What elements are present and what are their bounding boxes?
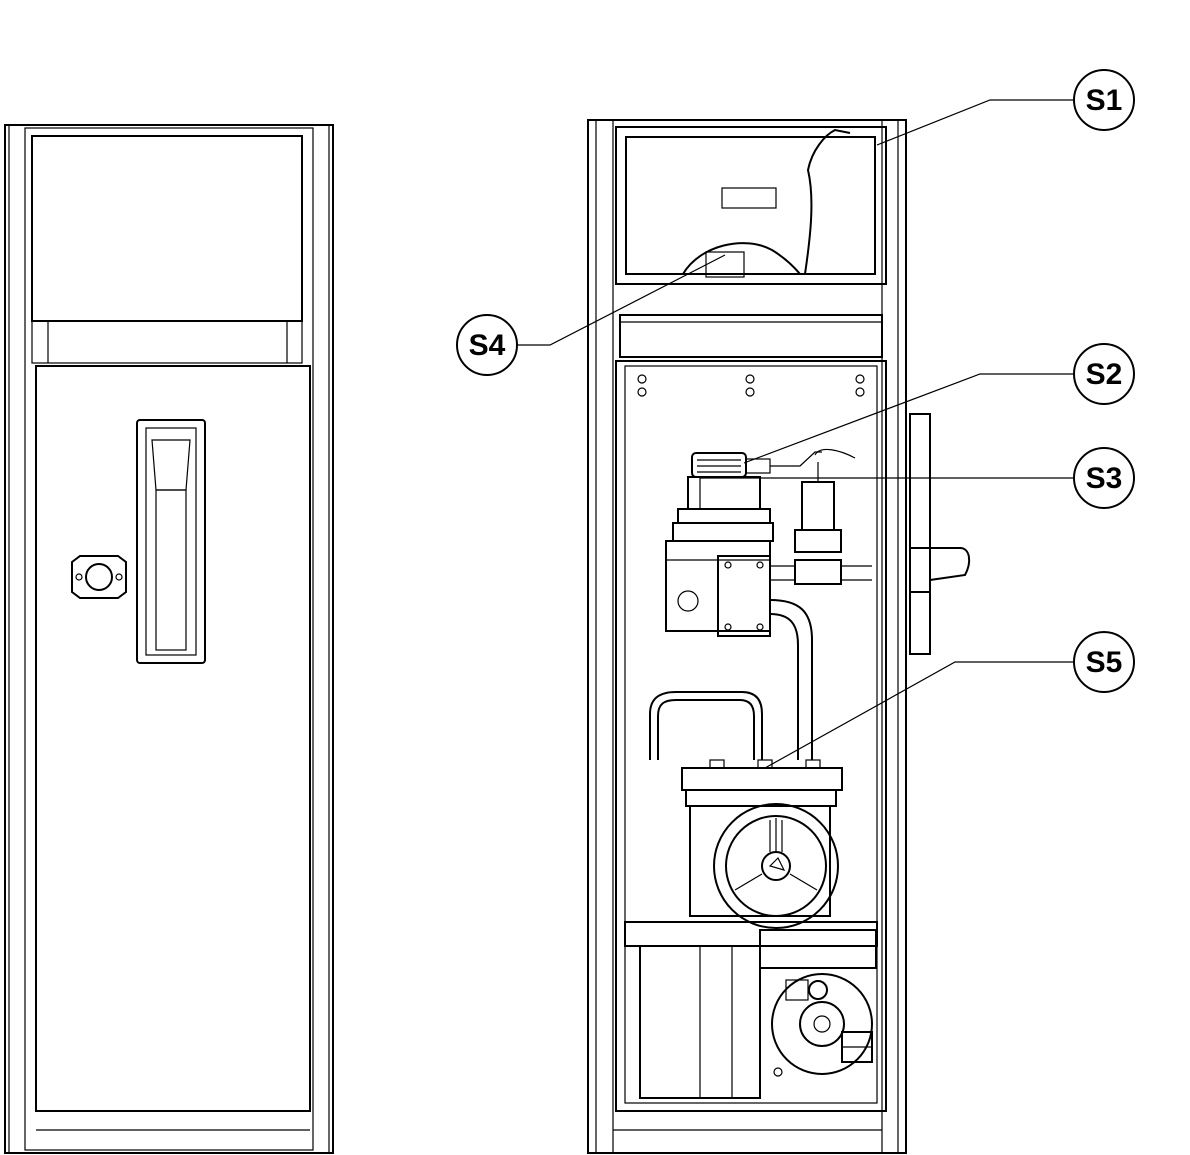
callout-s1: S1 (1073, 69, 1135, 131)
side-nozzle-bracket (909, 413, 971, 655)
lower-unit (624, 921, 878, 1099)
open-cabinet (587, 119, 971, 1154)
piping (649, 599, 813, 760)
door-lock (71, 555, 127, 599)
callout-label-s3: S3 (1086, 462, 1123, 495)
closed-cabinet (4, 124, 334, 1154)
callout-s3: S3 (1073, 447, 1135, 509)
callout-label-s1: S1 (1086, 84, 1123, 117)
callout-label-s4: S4 (469, 329, 506, 362)
nozzle-holder (136, 419, 206, 664)
callout-label-s5: S5 (1086, 646, 1123, 679)
callout-s2: S2 (1073, 343, 1135, 405)
callout-s5: S5 (1073, 631, 1135, 693)
meter-assembly (665, 448, 872, 637)
pump-motor (681, 759, 843, 929)
mounting-screws (637, 374, 865, 397)
leader-lines (517, 99, 1075, 769)
callout-s4: S4 (456, 314, 518, 376)
callout-label-s2: S2 (1086, 358, 1123, 391)
